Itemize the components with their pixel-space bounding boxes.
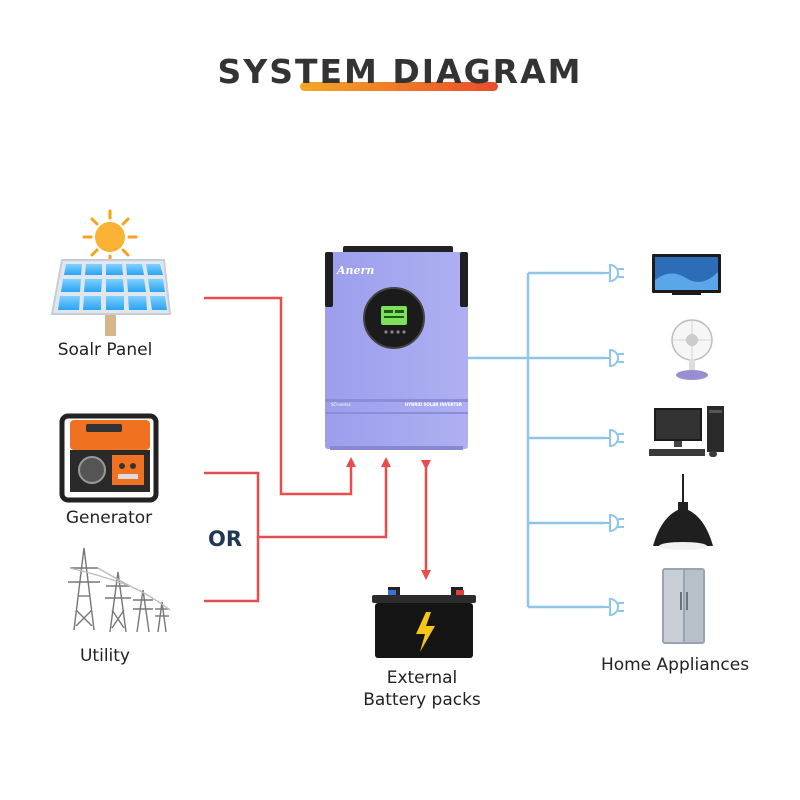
lamp-icon — [653, 474, 713, 550]
home-appliances-label: Home Appliances — [600, 655, 750, 675]
inverter-brand: Anern — [336, 264, 374, 277]
title-underline — [300, 82, 498, 91]
plug-icon — [605, 428, 624, 448]
sun-icon — [82, 209, 138, 265]
or-label: OR — [208, 527, 243, 551]
solar-panel-icon — [50, 259, 172, 336]
power-tower-icon — [68, 547, 171, 633]
computer-icon — [649, 406, 724, 457]
plug-icon — [605, 263, 624, 283]
plug-icon — [605, 597, 624, 617]
output-wiring — [466, 271, 605, 609]
tv-icon — [652, 254, 721, 295]
or-to-inverter-line — [258, 457, 391, 539]
refrigerator-icon — [662, 568, 705, 644]
generator-icon — [59, 413, 159, 503]
solar-to-inverter-line — [204, 296, 356, 496]
lcd-screen — [381, 306, 407, 325]
inverter-product: HYBRID SOLAR INVERTER — [405, 402, 462, 407]
battery-icon — [372, 587, 476, 658]
plug-icons — [605, 263, 624, 617]
input-wiring — [204, 296, 431, 603]
generator-label: Generator — [65, 508, 153, 528]
plug-icon — [605, 348, 624, 368]
fan-icon — [671, 319, 713, 380]
battery-label-line2: Battery packs — [363, 690, 481, 710]
inverter-model: SCI-series — [331, 402, 351, 407]
solar-panel-label: Soalr Panel — [57, 340, 153, 360]
plug-icon — [605, 513, 624, 533]
battery-label-line1: External — [386, 668, 458, 688]
page-title: SYSTEM DIAGRAM — [217, 52, 583, 91]
inverter-device: Anern SCI-series HYBRID SOLAR INVERTER — [325, 246, 468, 450]
utility-label: Utility — [79, 646, 130, 666]
